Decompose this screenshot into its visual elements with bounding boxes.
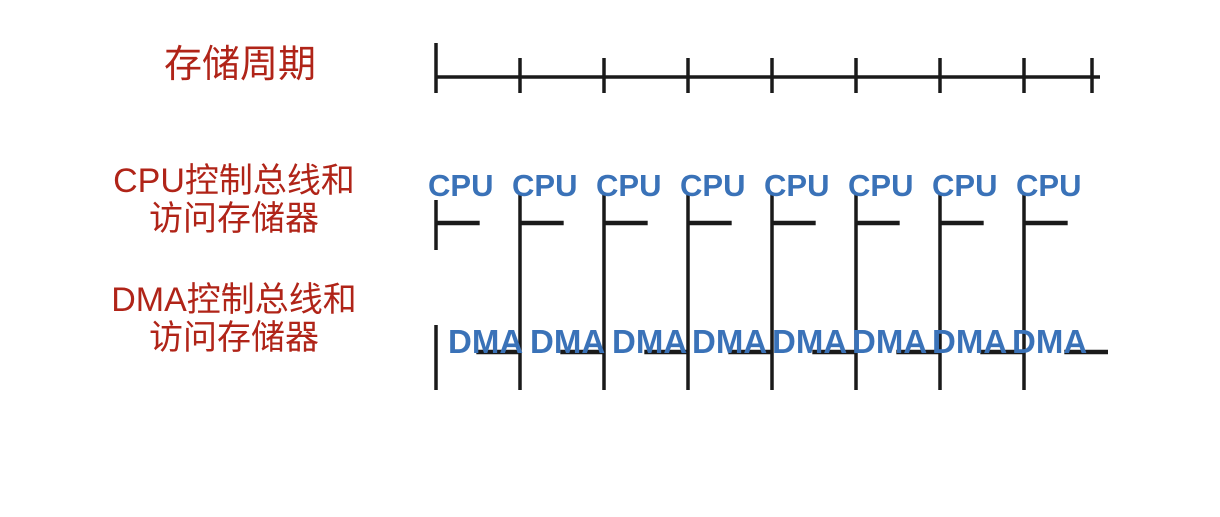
dma-cycle-label: DMA [530, 323, 606, 360]
waveform-lines [434, 43, 1108, 390]
dma-cycle-label: DMA [772, 323, 848, 360]
cpu-waveform [434, 193, 1068, 390]
dma-cycle-label: DMA [448, 323, 524, 360]
dma-cycle-label: DMA [852, 323, 928, 360]
cpu-cycle-label: CPU [512, 168, 578, 203]
cpu-cycle-label: CPU [848, 168, 914, 203]
cpu-cycle-label: CPU [596, 168, 662, 203]
cpu-cycle-label: CPU [1016, 168, 1082, 203]
label-cpu-bus-control: CPU控制总线和 访问存储器 [113, 162, 355, 239]
dma-cycle-label: DMA [692, 323, 768, 360]
label-storage-cycle: 存储周期 [163, 44, 316, 86]
cpu-cycle-label: CPU [764, 168, 830, 203]
cpu-cycle-label: CPU [680, 168, 746, 203]
label-dma-bus-control: DMA控制总线和 访问存储器 [111, 281, 357, 358]
dma-cycle-label: DMA [1012, 323, 1088, 360]
cpu-cycle-label: CPU [932, 168, 998, 203]
cpu-cycle-label: CPU [428, 168, 494, 203]
dma-cycle-label: DMA [612, 323, 688, 360]
dma-cycle-label: DMA [932, 323, 1008, 360]
dma-waveform [434, 325, 1108, 390]
memory-cycle-ruler [434, 43, 1100, 93]
